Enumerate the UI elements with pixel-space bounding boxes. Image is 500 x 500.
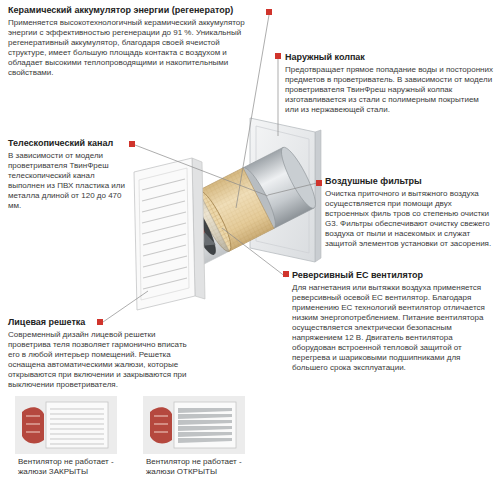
callout-description: В зависимости от модели проветривателя Т… <box>8 151 126 211</box>
callout-description: Применяется высокотехнологичный керамиче… <box>8 18 248 78</box>
callout-group: Керамический аккумулятор энергии (регене… <box>8 5 260 78</box>
callout-heading: Воздушные фильтры <box>325 176 493 187</box>
callout-heading: Лицевая решетка <box>8 317 196 328</box>
callout-description: Современный дизайн лицевой решетки прове… <box>8 330 196 390</box>
callout-heading: Наружный колпак <box>285 52 493 63</box>
louvre-caption: Вентилятор не работает - жалюзи ОТКРЫТЫ <box>146 457 246 477</box>
callout-group: Вентилятор не работает - жалюзи ЗАКРЫТЫ <box>18 457 118 477</box>
callout-group: Воздушные фильтрыОчистка приточного и вы… <box>325 176 493 249</box>
callout-group: Телескопический канал В зависимости от мо… <box>8 138 126 211</box>
callout-description: Очистка приточного и вытяжного воздуха о… <box>325 189 493 249</box>
louvres-open-photo <box>143 396 245 454</box>
callout-group: Реверсивный ЕС вентиляторДля нагнетания … <box>292 270 492 373</box>
front-grille <box>134 158 205 310</box>
callout-group: Лицевая решеткаСовременный дизайн лицево… <box>8 317 196 390</box>
callout-heading: Керамический аккумулятор энергии (регене… <box>8 5 260 16</box>
callout-heading: Реверсивный ЕС вентилятор <box>292 270 492 281</box>
callout-heading: Телескопический канал <box>8 138 126 149</box>
callout-group: Вентилятор не работает - жалюзи ОТКРЫТЫ <box>146 457 246 477</box>
callout-group: Наружный колпакПредотвращает прямое попа… <box>285 52 493 115</box>
louvre-caption: Вентилятор не работает - жалюзи ЗАКРЫТЫ <box>18 457 118 477</box>
callout-description: Предотвращает прямое попадание воды и по… <box>285 65 493 115</box>
callout-description: Для нагнетания или вытяжки воздуха приме… <box>292 283 492 373</box>
louvres-closed-photo <box>15 396 117 454</box>
